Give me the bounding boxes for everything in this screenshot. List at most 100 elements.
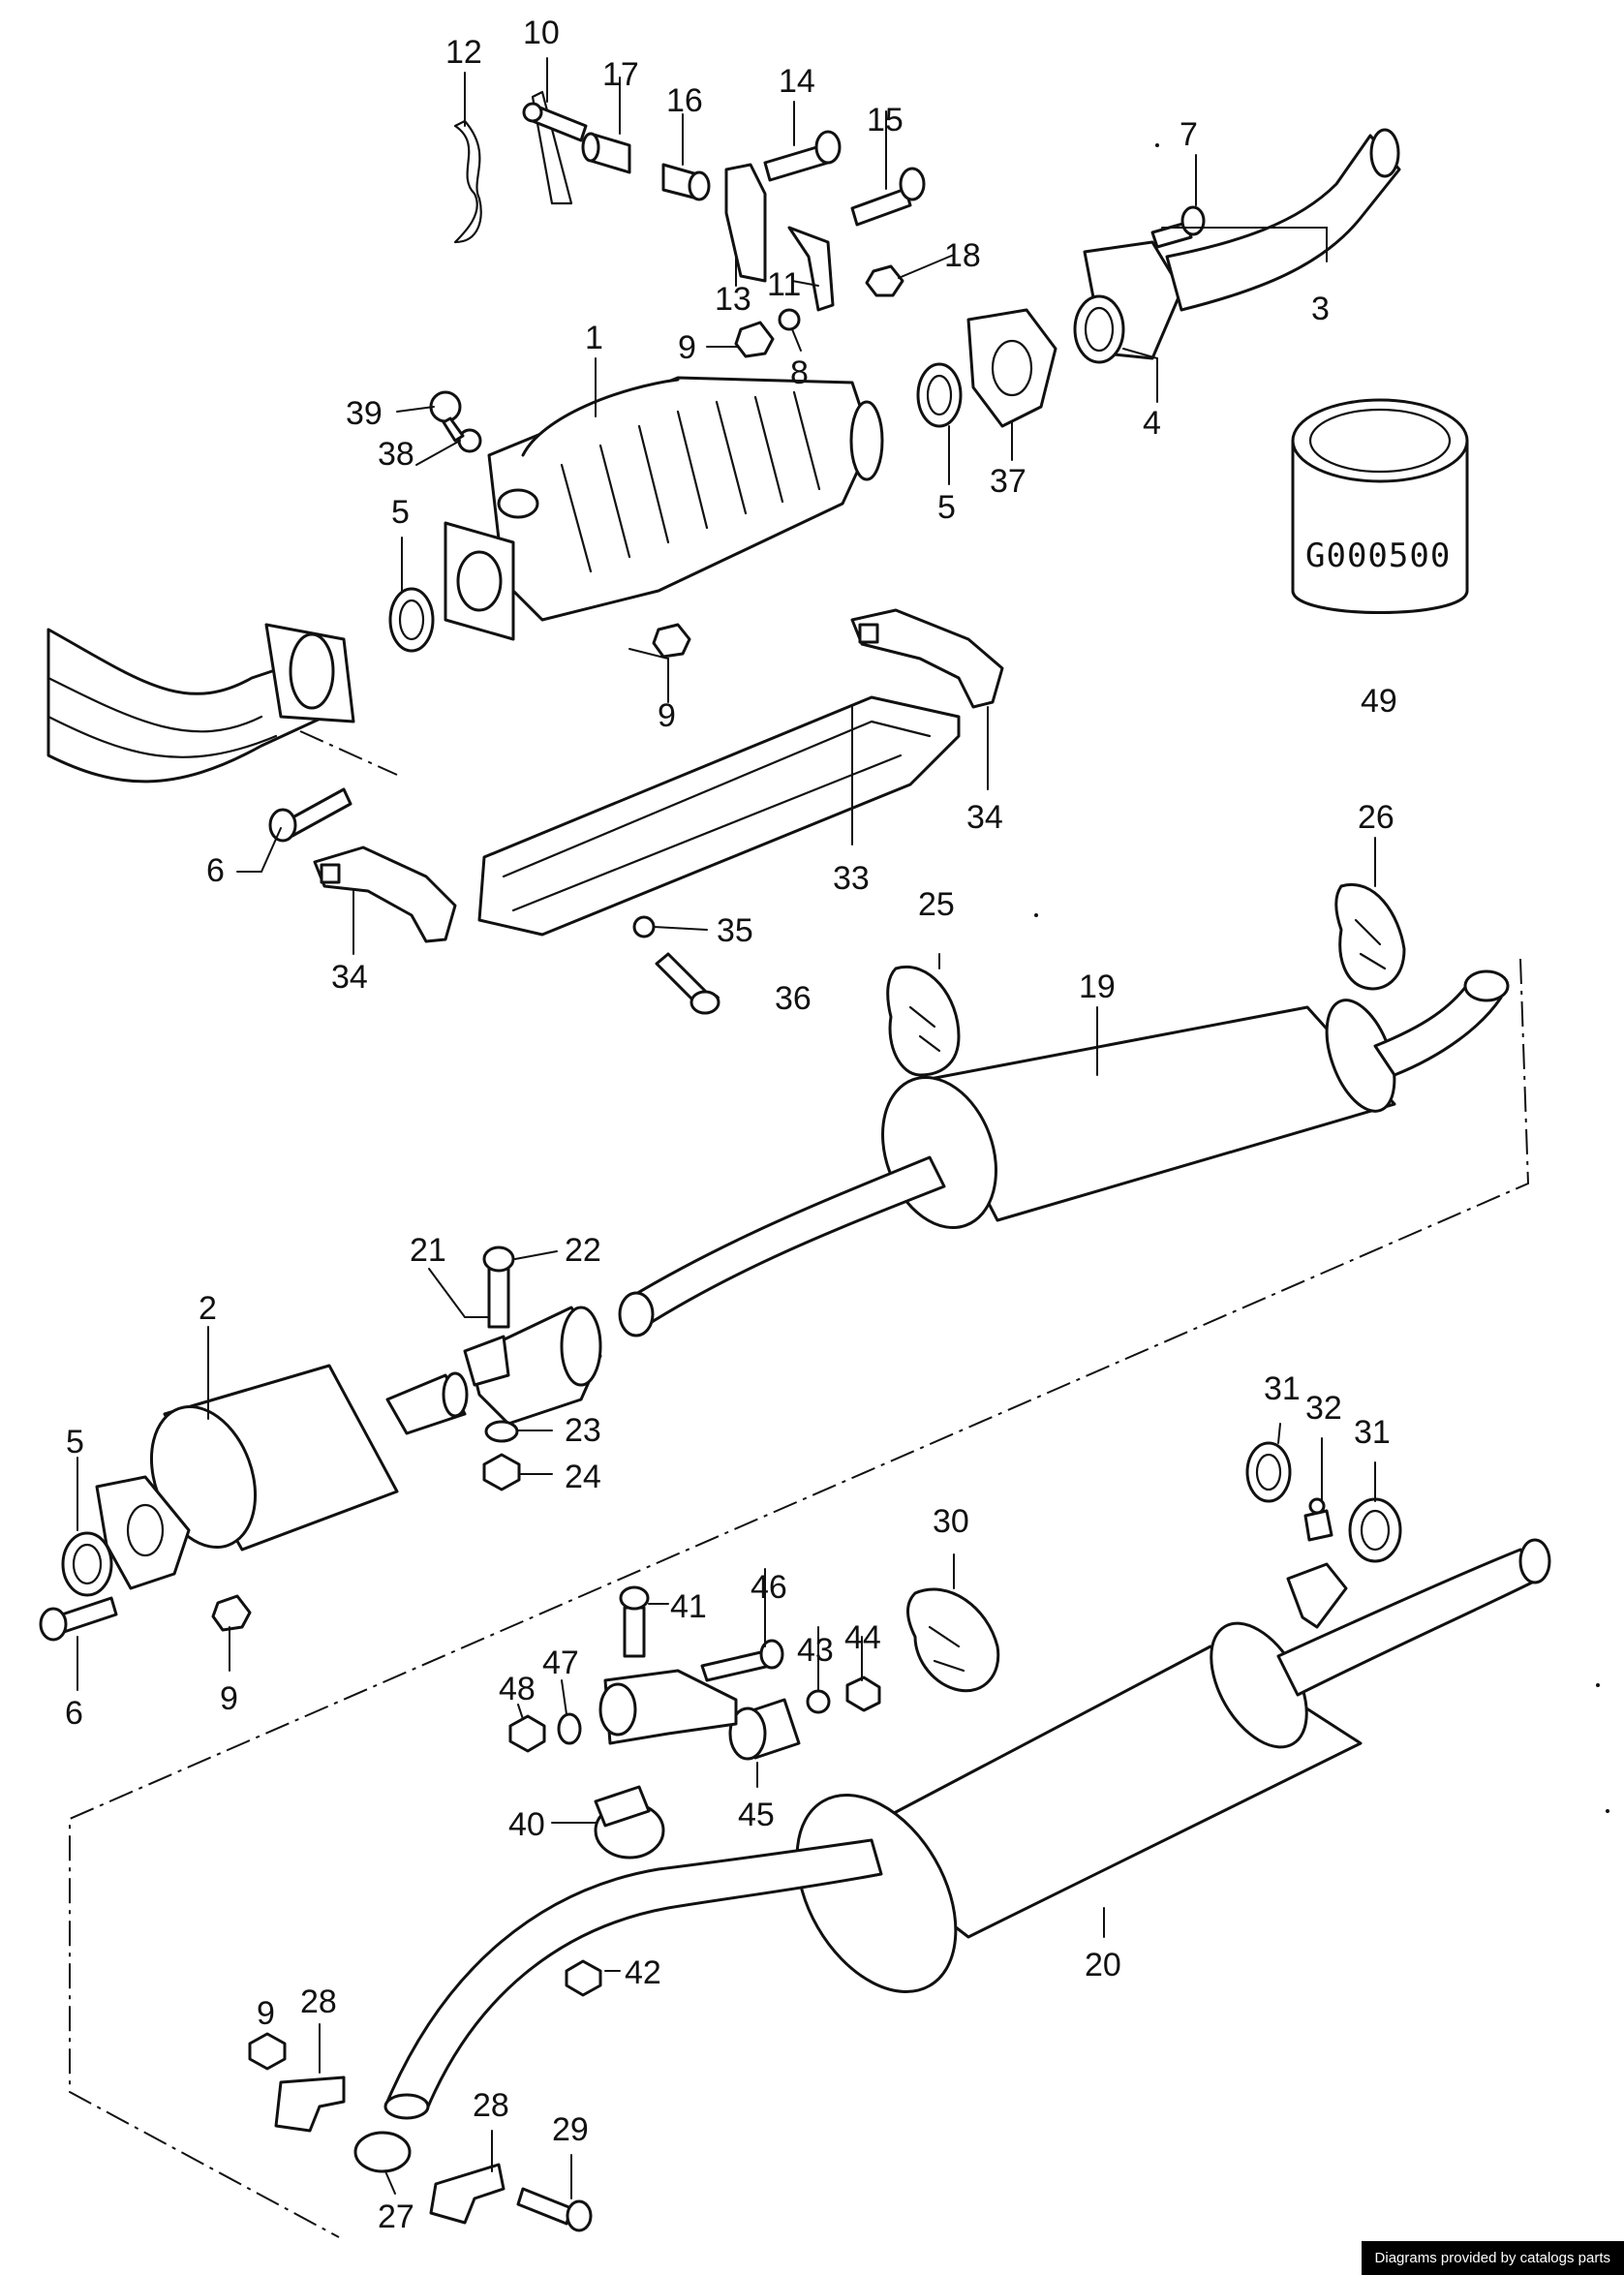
exhaust-pipe-upper (1165, 134, 1401, 312)
callout-4: 4 (1143, 405, 1161, 442)
callout-32: 32 (1305, 1390, 1342, 1427)
heat-shield-bracket-lower (313, 845, 457, 943)
callout-6-a: 6 (206, 852, 225, 889)
washer-23 (484, 1420, 519, 1443)
speck (1155, 143, 1159, 147)
bolt-14 (763, 130, 842, 182)
bolt-10 (522, 102, 588, 142)
pipe-end-upper (1369, 128, 1400, 178)
callout-36: 36 (775, 980, 812, 1017)
pipe-clamp (463, 1306, 602, 1426)
callout-9-b: 9 (658, 697, 676, 734)
callout-28-b: 28 (473, 2087, 509, 2124)
leader-lines (77, 57, 1376, 2199)
washer-47 (557, 1712, 582, 1745)
front-pipe (46, 623, 355, 784)
callout-43: 43 (797, 1632, 834, 1669)
gasket-31-left (1245, 1441, 1292, 1503)
rubber-mount-30 (906, 1587, 1000, 1693)
rubber-mount-26 (1334, 882, 1406, 991)
rubber-bushing-40 (594, 1785, 665, 1860)
callout-12: 12 (445, 34, 482, 71)
callout-5-b: 5 (937, 489, 956, 526)
center-silencer (618, 969, 1510, 1337)
callout-19: 19 (1079, 968, 1116, 1005)
callout-30: 30 (933, 1503, 969, 1540)
callout-20: 20 (1085, 1947, 1121, 1983)
sealing-ring-upper-left (388, 587, 435, 653)
callout-39: 39 (346, 395, 383, 432)
hanger-plate (598, 1669, 738, 1745)
gasket-31-left-inner (1255, 1453, 1282, 1491)
callout-37: 37 (990, 463, 1026, 500)
front-silencer (149, 1364, 469, 1552)
callout-35: 35 (717, 912, 753, 949)
callout-24: 24 (565, 1459, 601, 1495)
callout-49: 49 (1361, 683, 1397, 720)
nut-18 (865, 264, 904, 297)
gasket-27 (353, 2131, 412, 2173)
nut-42 (565, 1959, 602, 1997)
spacer-sleeve (581, 132, 631, 174)
callout-10: 10 (523, 15, 560, 51)
callout-48: 48 (499, 1671, 536, 1707)
callout-29: 29 (552, 2111, 589, 2148)
speck (1606, 1809, 1609, 1813)
bolt-36 (655, 952, 720, 1015)
callout-5-c: 5 (66, 1424, 84, 1460)
callout-27: 27 (378, 2198, 414, 2235)
callout-2: 2 (199, 1290, 217, 1327)
nut-9-lower-left (211, 1594, 252, 1632)
callout-17: 17 (602, 56, 639, 93)
canister-stamp: G000500 (1305, 537, 1451, 575)
bolt-6-upper (268, 787, 352, 843)
callout-34-b: 34 (331, 959, 368, 996)
rubber-mount-25 (886, 966, 961, 1077)
catalytic-converter (444, 376, 884, 641)
canister-49 (1291, 398, 1469, 614)
rear-silencer (383, 1538, 1551, 2120)
callout-labels: 1 2 3 4 5 5 5 6 6 7 8 9 9 9 9 10 11 12 1… (65, 15, 1397, 2235)
rubber-bushing (661, 163, 711, 201)
callout-9-d: 9 (257, 1995, 275, 2032)
callout-38: 38 (378, 436, 414, 473)
tension-spring (453, 119, 482, 244)
callout-5-a: 5 (391, 494, 410, 531)
sealing-ring-lower-left (61, 1531, 113, 1597)
callout-34-a: 34 (966, 799, 1003, 836)
callout-1: 1 (585, 320, 603, 356)
callout-40: 40 (508, 1806, 545, 1843)
sealing-ring-upper-right (916, 362, 963, 428)
callout-11: 11 (767, 266, 801, 303)
callout-3: 3 (1311, 291, 1330, 327)
nut-9-middle (652, 623, 691, 659)
assembly-outline-link (299, 730, 398, 776)
callout-41: 41 (670, 1588, 707, 1625)
retaining-strap (531, 90, 573, 205)
callout-6-b: 6 (65, 1695, 83, 1732)
washer-35 (632, 915, 656, 938)
callout-9-c: 9 (220, 1680, 238, 1717)
nut-48 (508, 1714, 546, 1753)
callout-28-a: 28 (300, 1983, 337, 2020)
gasket-31-right (1348, 1497, 1402, 1563)
nut-9-tail (248, 2032, 287, 2071)
callout-42: 42 (625, 1954, 661, 1991)
callout-23: 23 (565, 1412, 601, 1449)
callout-31-b: 31 (1354, 1414, 1391, 1451)
callout-15: 15 (867, 102, 904, 138)
heat-shield-bracket-upper (850, 608, 1004, 709)
connecting-pipe (1073, 240, 1183, 364)
gasket-31-right-inner (1360, 1509, 1391, 1552)
bolt-46 (700, 1639, 784, 1682)
heat-shield (477, 695, 961, 937)
callout-31-a: 31 (1264, 1370, 1301, 1407)
rubber-bushing-45 (728, 1698, 801, 1761)
callout-46: 46 (751, 1569, 787, 1606)
callout-7: 7 (1180, 116, 1198, 153)
assembly-outline (69, 958, 1530, 2238)
front-flange-plate (95, 1475, 191, 1590)
nut-24 (482, 1453, 521, 1491)
callout-44: 44 (844, 1619, 881, 1656)
